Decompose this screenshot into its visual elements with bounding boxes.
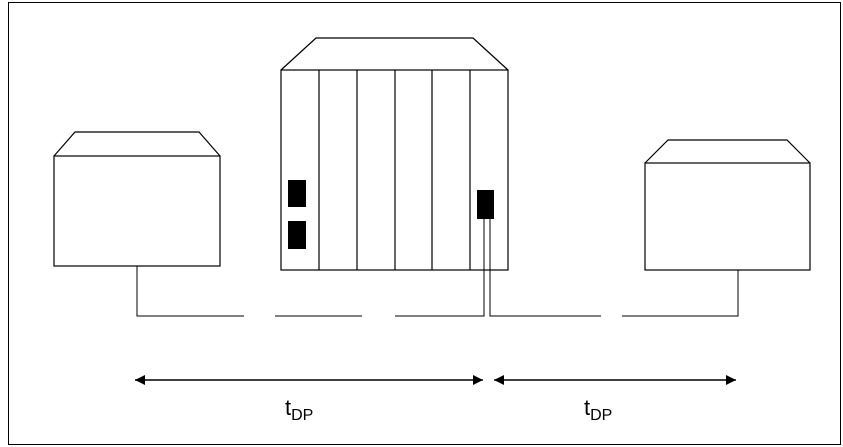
rack-module-block-upper <box>288 180 306 207</box>
bus-lines <box>136 219 739 317</box>
right-device <box>644 139 811 271</box>
rack-interface-connector <box>477 190 494 219</box>
rack-module-block-lower <box>288 221 306 249</box>
diagram-border <box>8 2 841 445</box>
timing-label-left: tDP <box>285 395 314 424</box>
left-device <box>53 131 221 267</box>
central-rack <box>280 37 509 271</box>
timing-label-right: tDP <box>584 395 613 424</box>
